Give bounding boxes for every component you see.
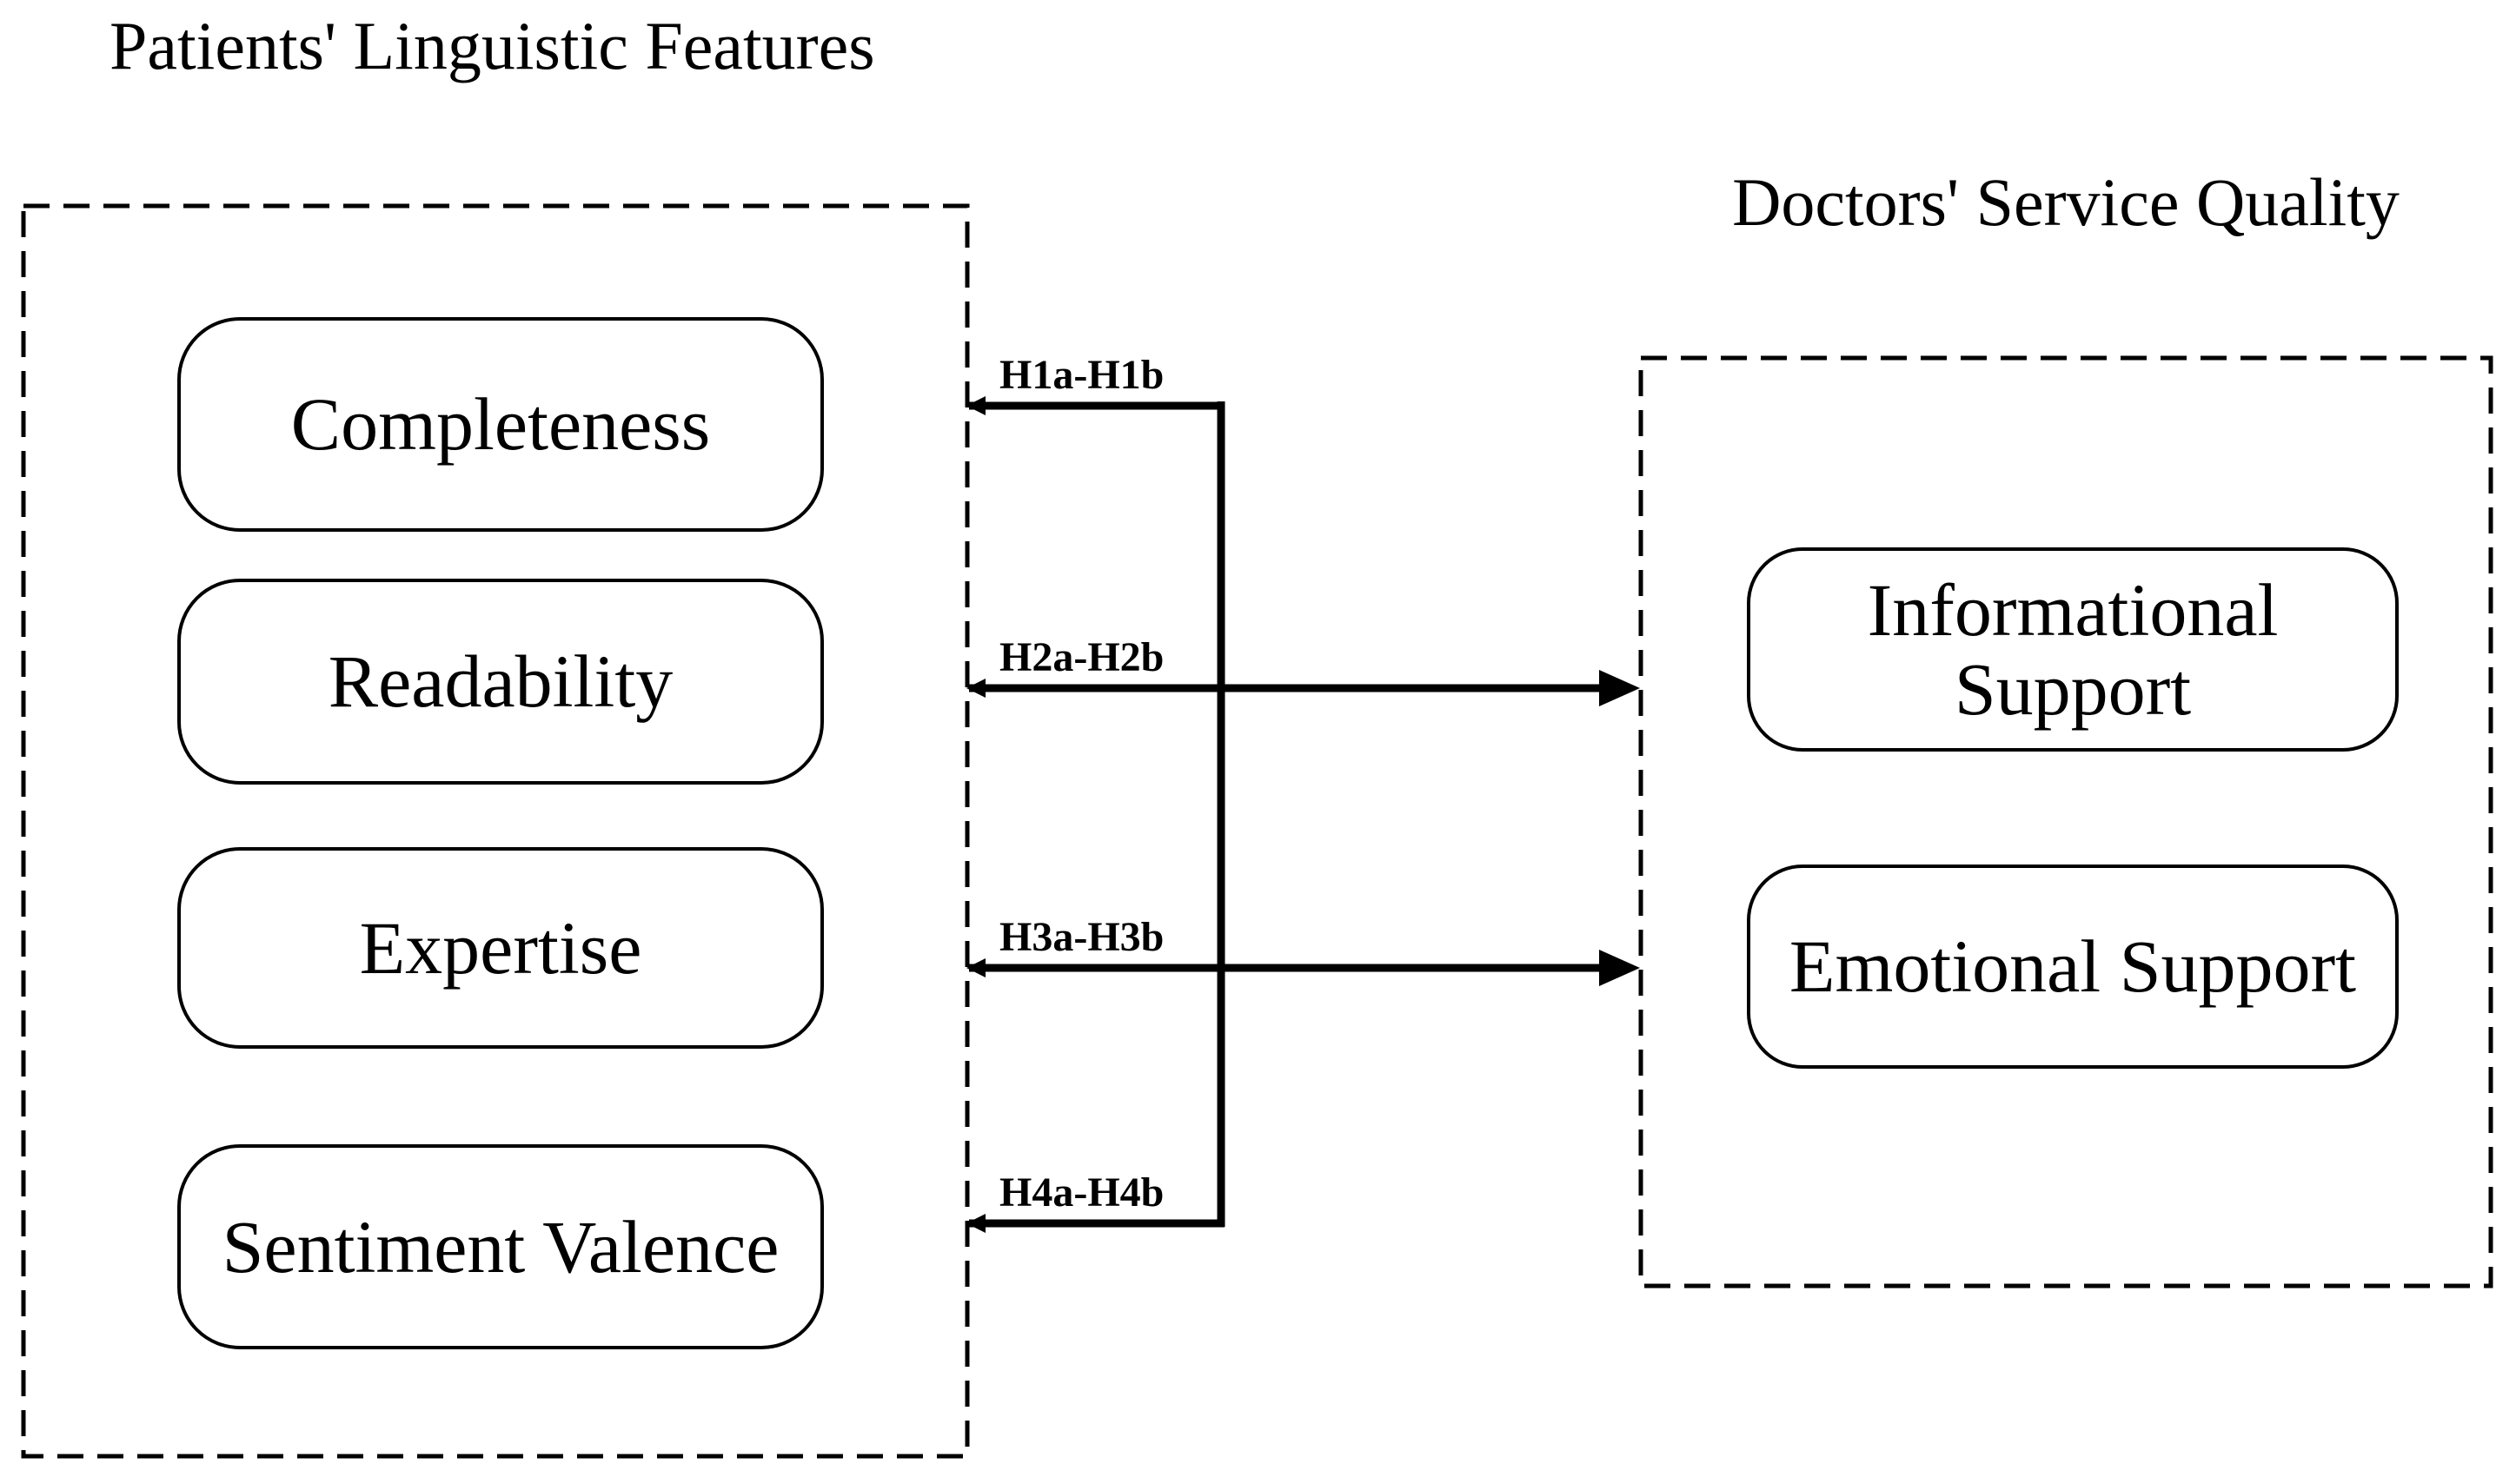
h2-arrowhead-icon: [1599, 670, 1640, 706]
h4-left-tip-icon: [966, 1214, 986, 1233]
construct-label: Sentiment Valence: [222, 1204, 780, 1289]
hypothesis-label-h4: H4a-H4b: [999, 1169, 1165, 1216]
construct-box-emotional-support: Emotional Support: [1747, 865, 2399, 1069]
h1-left-tip-icon: [966, 396, 986, 415]
construct-box-informational-support: Informational Support: [1747, 547, 2399, 752]
construct-label: Completeness: [290, 382, 711, 467]
right-panel-title: Doctors' Service Quality: [1732, 164, 2400, 240]
construct-label: Readability: [328, 639, 674, 724]
left-panel-title: Patients' Linguistic Features: [110, 8, 875, 83]
hypothesis-label-h3: H3a-H3b: [999, 914, 1165, 960]
construct-label: Informational Support: [1867, 568, 2279, 731]
left-panel-dashed-border: [21, 203, 970, 1459]
h2-left-tip-icon: [966, 679, 986, 698]
construct-box-readability: Readability: [177, 579, 824, 785]
construct-box-completeness: Completeness: [177, 317, 824, 532]
right-panel-dashed-border: [1638, 355, 2493, 1289]
construct-box-expertise: Expertise: [177, 847, 824, 1049]
construct-label: Emotional Support: [1789, 924, 2357, 1009]
hypothesis-label-h2: H2a-H2b: [999, 634, 1165, 680]
hypothesis-label-h1: H1a-H1b: [999, 352, 1165, 398]
h3-arrowhead-icon: [1599, 950, 1640, 986]
construct-box-sentiment-valence: Sentiment Valence: [177, 1144, 824, 1349]
h3-left-tip-icon: [966, 958, 986, 977]
construct-label: Expertise: [359, 905, 642, 990]
